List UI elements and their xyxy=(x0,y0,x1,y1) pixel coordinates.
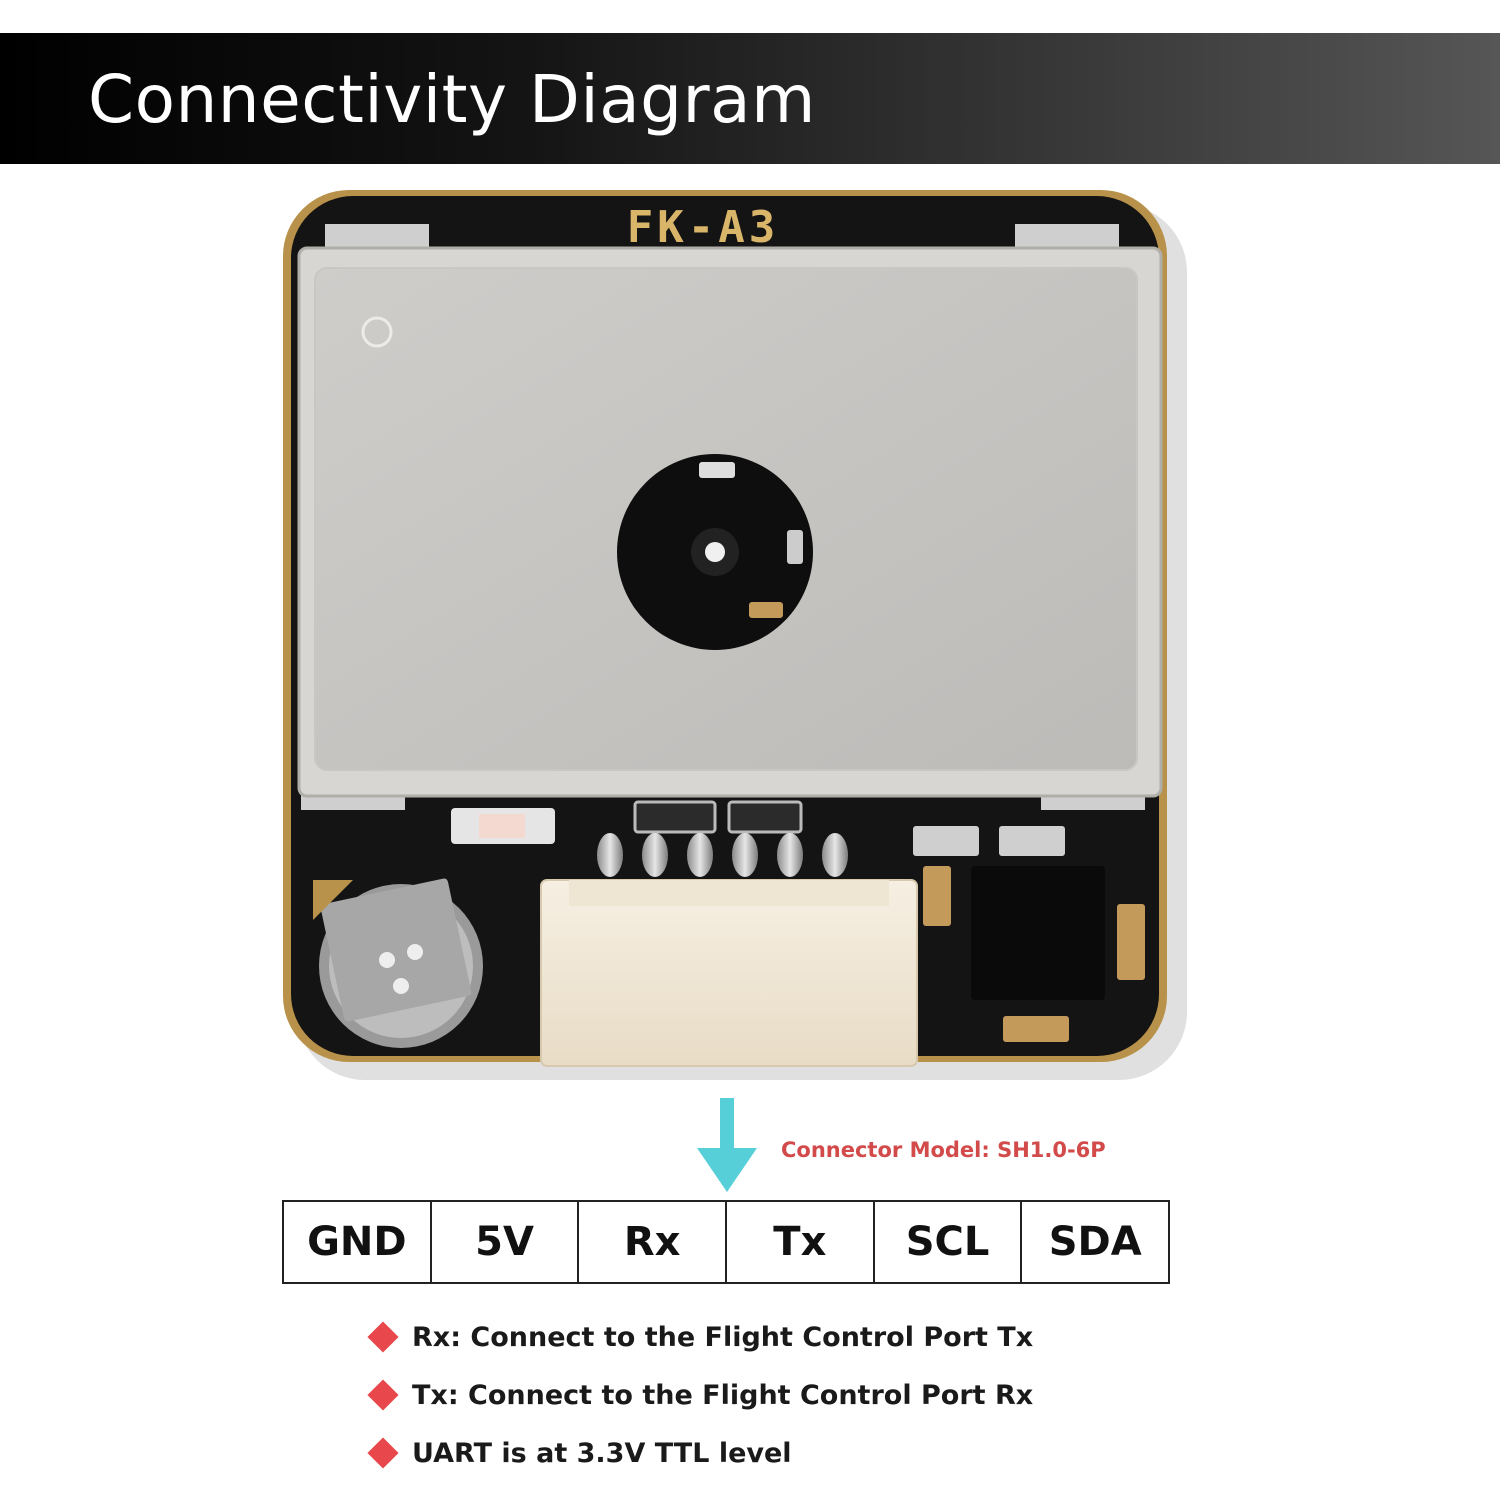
red-diamond-icon xyxy=(367,1437,399,1469)
title-bar: Connectivity Diagram xyxy=(0,33,1500,164)
red-diamond-icon xyxy=(367,1321,399,1353)
pinout-table: GND 5V Rx Tx SCL SDA xyxy=(282,1200,1170,1284)
pin1-marker xyxy=(361,316,393,348)
note-text: UART is at 3.3V TTL level xyxy=(412,1437,792,1469)
notes-list: Rx: Connect to the Flight Control Port T… xyxy=(366,1308,1033,1482)
smd-capacitor xyxy=(1117,904,1145,980)
silkscreen-label: FK-A3 xyxy=(627,202,779,253)
note-text: Rx: Connect to the Flight Control Port T… xyxy=(412,1321,1034,1353)
red-diamond-icon xyxy=(367,1379,399,1411)
pin-tx: Tx xyxy=(727,1202,875,1282)
pin-sda: SDA xyxy=(1048,1219,1142,1265)
smd-resistor xyxy=(999,826,1065,856)
smd-resistor xyxy=(913,826,979,856)
connector-arrow xyxy=(697,1098,757,1192)
smd-resistor xyxy=(633,800,717,834)
smd-capacitor xyxy=(1003,1016,1069,1042)
note-item: Rx: Connect to the Flight Control Port T… xyxy=(366,1308,1033,1366)
gps-module-board: FK-A3 xyxy=(283,190,1187,1080)
solder-pins xyxy=(597,833,848,877)
pin-gnd: GND xyxy=(284,1202,432,1282)
pin-scl: SCL xyxy=(875,1202,1023,1282)
note-item: Tx: Connect to the Flight Control Port R… xyxy=(366,1366,1033,1424)
connector-model-label: Connector Model: SH1.0-6P xyxy=(781,1138,1106,1162)
pin-rx: Rx xyxy=(579,1202,728,1282)
ic-chip xyxy=(971,866,1105,1000)
sh-connector-housing xyxy=(540,879,918,1067)
smd-resistor xyxy=(727,800,803,834)
pin-5v: 5V xyxy=(432,1202,580,1282)
page-title: Connectivity Diagram xyxy=(88,61,816,138)
note-item: UART is at 3.3V TTL level xyxy=(366,1424,1033,1482)
smd-capacitor xyxy=(923,866,951,926)
note-text: Tx: Connect to the Flight Control Port R… xyxy=(412,1379,1034,1411)
